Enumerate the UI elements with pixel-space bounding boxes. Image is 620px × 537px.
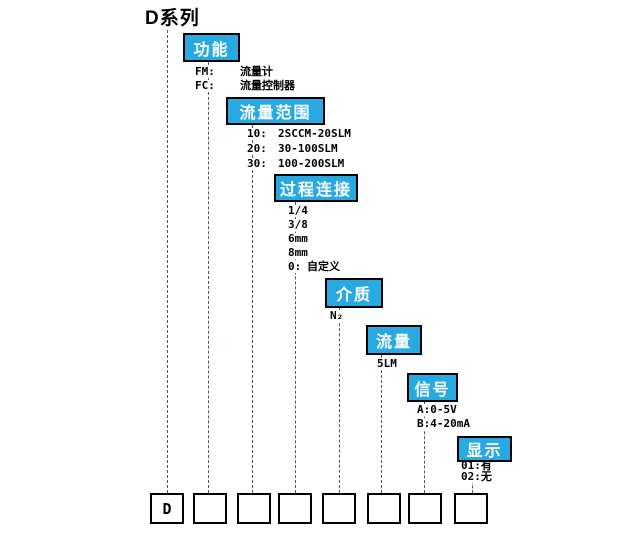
option-desc-function-0: 流量计 bbox=[240, 65, 275, 78]
model-box-2 bbox=[193, 493, 227, 524]
connector-process-connection bbox=[295, 202, 296, 493]
label-box-flow: 流量 bbox=[366, 325, 422, 355]
model-box-6 bbox=[367, 493, 401, 524]
option-code-flow-range-0: 10: bbox=[247, 127, 269, 140]
model-box-4 bbox=[278, 493, 312, 524]
option-code-medium-0: N₂ bbox=[330, 309, 346, 322]
model-box-7 bbox=[408, 493, 442, 524]
label-box-display: 显示 bbox=[457, 436, 512, 462]
label-box-signal: 信号 bbox=[407, 373, 458, 402]
label-box-process-connection: 过程连接 bbox=[274, 174, 358, 202]
option-desc-flow-range-0: 2SCCM-20SLM bbox=[278, 127, 353, 140]
model-box-3 bbox=[237, 493, 271, 524]
option-code-process-connection-2: 6mm bbox=[288, 232, 310, 245]
label-box-flow-range: 流量范围 bbox=[226, 97, 325, 125]
option-code-flow-range-2: 30: bbox=[247, 157, 269, 170]
model-box-8 bbox=[454, 493, 488, 524]
connector-function bbox=[208, 62, 209, 493]
option-code-process-connection-4: 0: bbox=[288, 260, 304, 273]
option-code-display-1: 02:无 bbox=[461, 470, 494, 483]
label-box-medium: 介质 bbox=[325, 278, 383, 308]
option-desc-function-1: 流量控制器 bbox=[240, 79, 297, 92]
option-desc-process-connection-4: 自定义 bbox=[307, 260, 342, 273]
option-code-signal-1: B:4-20mA bbox=[417, 417, 472, 430]
option-code-process-connection-0: 1/4 bbox=[288, 204, 310, 217]
option-code-process-connection-1: 3/8 bbox=[288, 218, 310, 231]
connector-flow-range bbox=[252, 125, 253, 493]
option-desc-flow-range-1: 30-100SLM bbox=[278, 142, 340, 155]
page-title: D系列 bbox=[145, 8, 200, 29]
option-desc-flow-range-2: 100-200SLM bbox=[278, 157, 347, 170]
connector-flow bbox=[381, 355, 382, 493]
option-code-display-0: 01:有 bbox=[461, 459, 494, 472]
option-code-function-0: FM: bbox=[195, 65, 217, 78]
option-code-flow-0: 5LM bbox=[377, 357, 399, 370]
model-box-1: D bbox=[150, 493, 184, 524]
option-code-signal-0: A:0-5V bbox=[417, 403, 459, 416]
label-box-function: 功能 bbox=[183, 33, 240, 62]
model-box-5 bbox=[322, 493, 356, 524]
option-code-flow-range-1: 20: bbox=[247, 142, 269, 155]
option-code-function-1: FC: bbox=[195, 79, 217, 92]
connector-medium bbox=[339, 308, 340, 493]
option-code-process-connection-3: 8mm bbox=[288, 246, 310, 259]
connector-signal bbox=[424, 402, 425, 493]
series-connector bbox=[167, 30, 168, 493]
